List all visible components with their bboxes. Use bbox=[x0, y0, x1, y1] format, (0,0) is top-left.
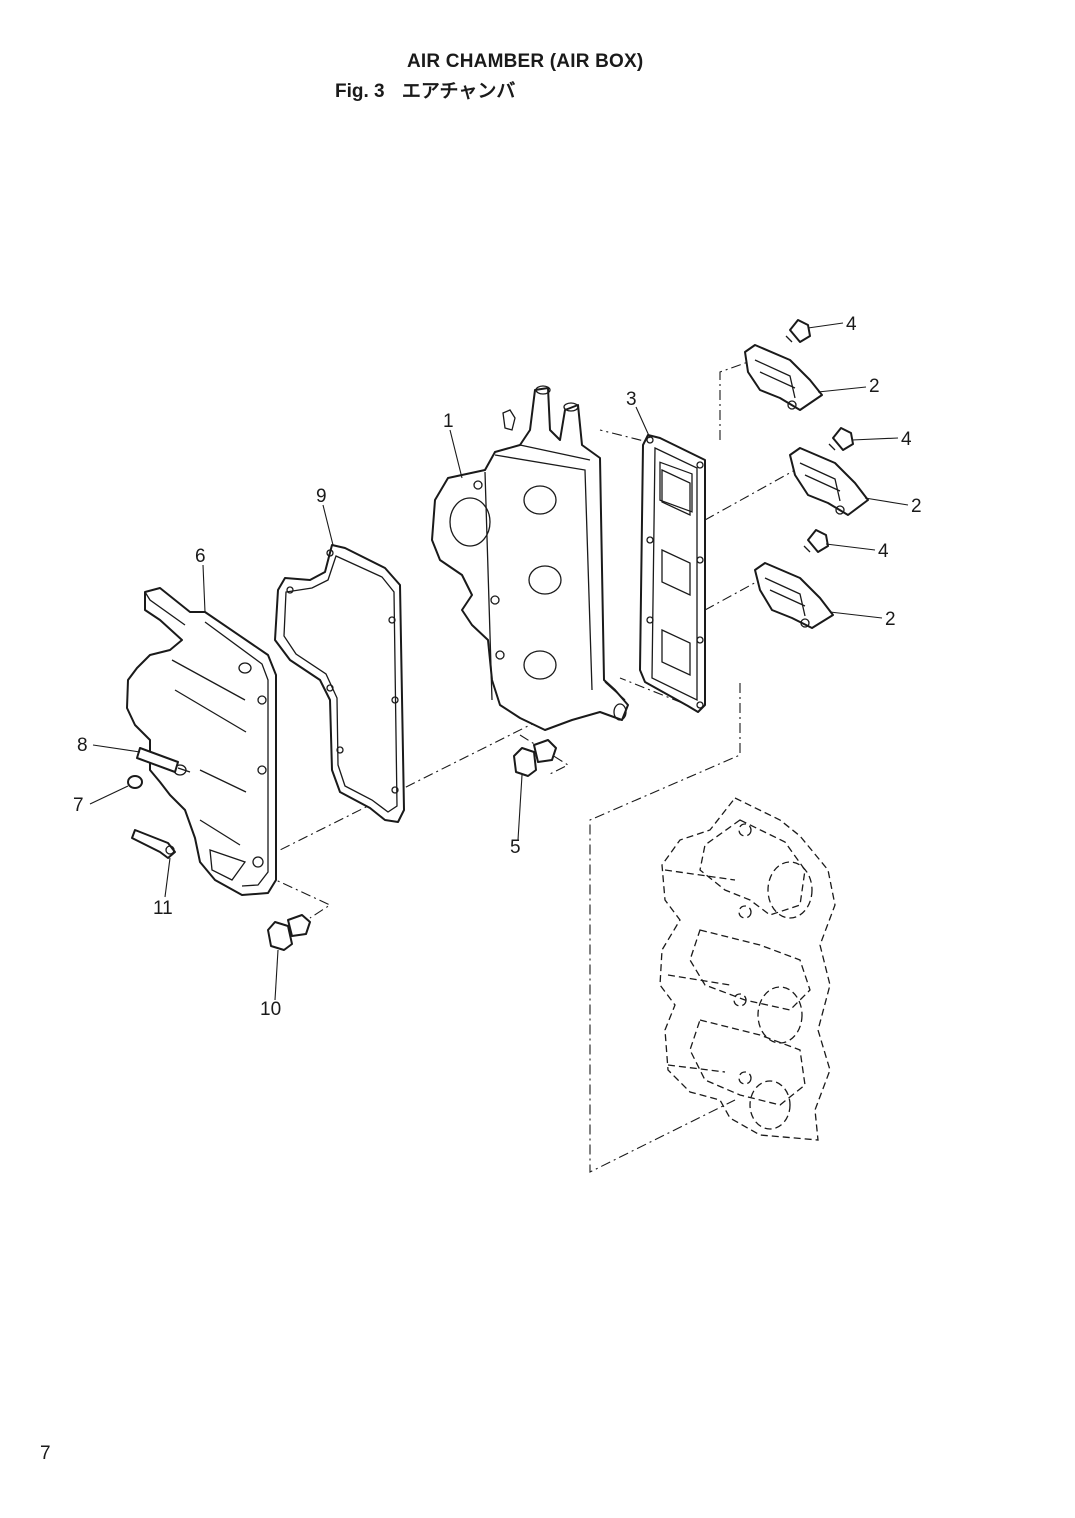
callout-9: 9 bbox=[316, 486, 327, 507]
figure-number: Fig. 3 bbox=[335, 81, 385, 102]
part-5-plug bbox=[513, 739, 557, 777]
callout-7: 7 bbox=[73, 795, 84, 816]
part-11-hose-clip bbox=[131, 829, 176, 859]
part-6-cover bbox=[126, 587, 277, 896]
callout-6: 6 bbox=[195, 546, 206, 567]
page-number: 7 bbox=[40, 1443, 51, 1464]
engine-block-ghost bbox=[659, 797, 836, 1141]
callout-2-middle: 2 bbox=[911, 496, 922, 517]
callout-4-bottom: 4 bbox=[878, 541, 889, 562]
callout-10: 10 bbox=[260, 999, 281, 1020]
callout-2-top: 2 bbox=[869, 376, 880, 397]
callout-2-bottom: 2 bbox=[885, 609, 896, 630]
part-3-gasket bbox=[639, 434, 706, 713]
part-9-gasket bbox=[274, 544, 405, 823]
callout-5: 5 bbox=[510, 837, 521, 858]
callout-8: 8 bbox=[77, 735, 88, 756]
leader-lines bbox=[89, 322, 909, 1001]
callout-1: 1 bbox=[443, 411, 454, 432]
part-8-pin bbox=[136, 747, 191, 773]
part-2-reed-valve-bottom bbox=[754, 562, 834, 629]
part-2-reed-valve-top bbox=[744, 344, 823, 411]
part-2-reed-valve-middle bbox=[789, 447, 869, 516]
part-1-chamber-body bbox=[431, 385, 629, 731]
part-10-plug bbox=[267, 914, 311, 951]
figure-subtitle: Fig. 3 エアチャンバ bbox=[335, 76, 515, 103]
callout-11: 11 bbox=[153, 898, 173, 919]
callout-4-top: 4 bbox=[846, 314, 857, 335]
part-4-screws bbox=[785, 319, 854, 553]
callout-labels: 1 2 2 2 3 4 4 4 5 6 7 8 9 10 11 bbox=[73, 314, 922, 1020]
page-title: AIR CHAMBER (AIR BOX) bbox=[407, 51, 644, 72]
part-7-ring bbox=[127, 775, 143, 789]
callout-4-middle: 4 bbox=[901, 429, 912, 450]
japanese-title: エアチャンバ bbox=[401, 81, 516, 102]
assembly-guide-lines bbox=[264, 361, 796, 1173]
callout-3: 3 bbox=[626, 389, 637, 410]
